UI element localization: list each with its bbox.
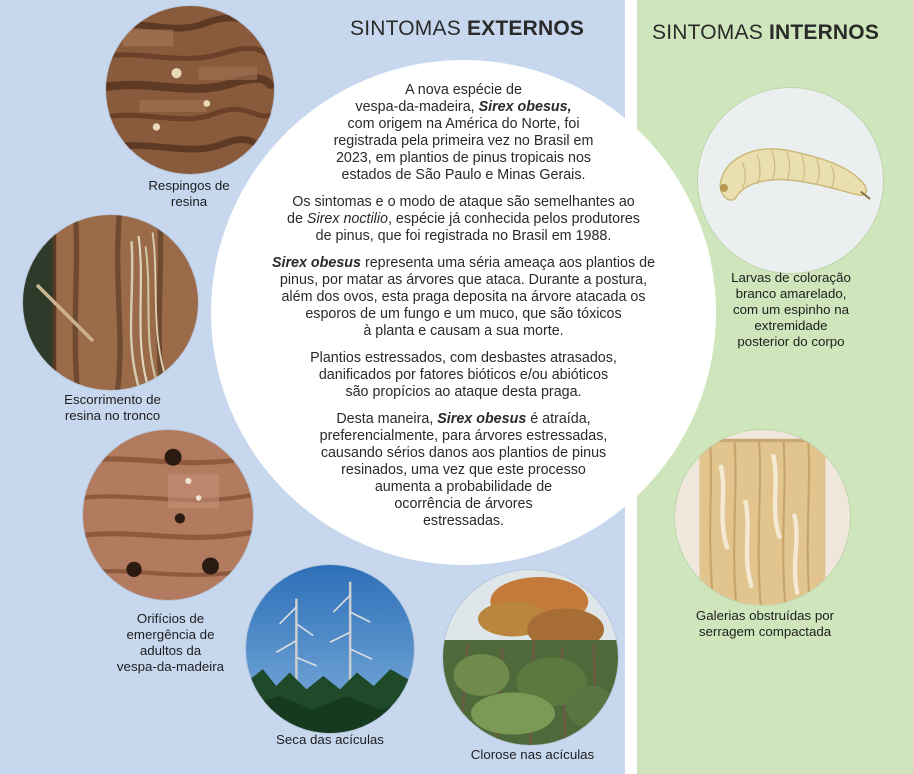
info-paragraph-threat: Sirex obesus representa uma séria ameaça… — [271, 255, 656, 339]
info-paragraph-similarity: Os sintomas e o modo de ataque são semel… — [287, 194, 640, 244]
info-text: A nova espécie de vespa-da-madeira, Sire… — [237, 82, 690, 540]
resin-spots-caption: Respingos de resina — [148, 178, 230, 209]
internal-symptoms-heading: SINTOMAS INTERNOS — [652, 21, 880, 44]
info-paragraph-attraction: Desta maneira, Sirex obesus é atraída, p… — [319, 411, 608, 529]
needle-drying-photo — [246, 565, 414, 733]
info-paragraph-stress: Plantios estressados, com desbastes atra… — [310, 350, 617, 400]
larva-image — [698, 88, 883, 273]
larvae-photo — [698, 88, 883, 273]
emergence-holes-photo — [83, 430, 253, 600]
emergence-holes-caption: Orifícios de emergência de adultos da ve… — [116, 611, 225, 674]
info-circle: A nova espécie de vespa-da-madeira, Sire… — [211, 60, 716, 565]
chlorosis-trees-image — [443, 570, 618, 745]
trunk-image — [23, 215, 198, 390]
bark-image — [106, 6, 274, 174]
needle-chlorosis-photo — [443, 570, 618, 745]
holes-bark-image — [83, 430, 253, 600]
dry-trees-image — [246, 565, 414, 733]
galleries-caption: Galerias obstruídas por serragem compact… — [695, 608, 835, 639]
resin-flow-photo — [23, 215, 198, 390]
info-paragraph-origin: A nova espécie de vespa-da-madeira, Sire… — [333, 82, 594, 183]
needle-chlorosis-caption: Clorose nas acículas — [470, 747, 595, 762]
wood-galleries-image — [675, 430, 850, 605]
resin-flow-caption: Escorrimento de resina no tronco — [64, 392, 161, 423]
galleries-photo — [675, 430, 850, 605]
larvae-caption: Larvas de coloração branco amarelado, co… — [731, 270, 851, 349]
needle-drying-caption: Seca das acículas — [276, 732, 384, 747]
resin-spots-photo — [106, 6, 274, 174]
external-symptoms-heading: SINTOMAS EXTERNOS — [350, 17, 585, 40]
